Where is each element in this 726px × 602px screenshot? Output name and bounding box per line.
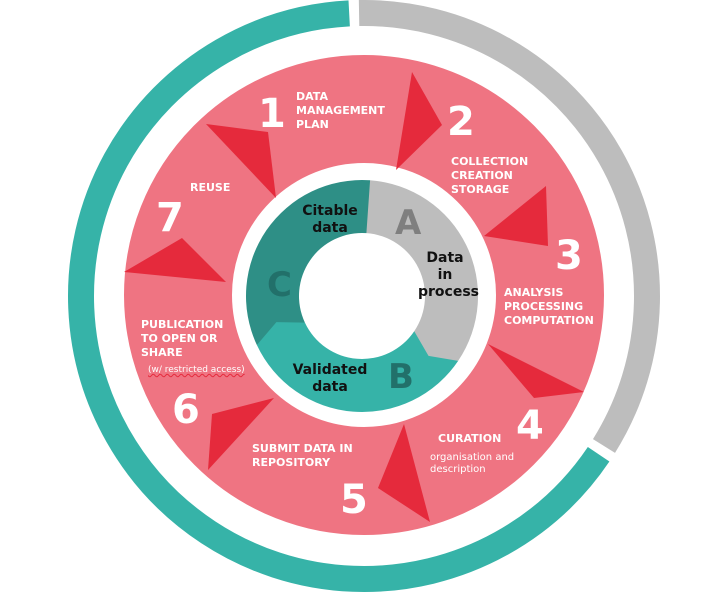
step-arrows (124, 72, 584, 522)
lifecycle-ring (124, 55, 604, 535)
phase-a-segment (366, 180, 478, 361)
step-4-number: 4 (516, 403, 544, 449)
outer-ring-gray-arc (358, 0, 660, 453)
step-6-number: 6 (172, 387, 200, 433)
step-3-label: ANALYSIS PROCESSING COMPUTATION (504, 286, 594, 327)
step-7-label: REUSE (190, 181, 231, 194)
phase-c-label: Citable data (302, 203, 358, 236)
phase-b-label: Validated data (292, 362, 368, 395)
step-2-label: COLLECTION CREATION STORAGE (451, 155, 529, 196)
phase-b-segment (256, 322, 459, 413)
step-2-number: 2 (447, 99, 475, 145)
step-5-label: SUBMIT DATA IN REPOSITORY (252, 442, 353, 469)
arrow-2-to-3 (484, 186, 548, 246)
step-1-label: DATA MANAGEMENT PLAN (296, 90, 385, 131)
step-5-number: 5 (340, 477, 368, 523)
phase-b-letter: B (388, 357, 414, 397)
arrow-4-to-5 (378, 424, 430, 522)
step-4-label: CURATION (438, 432, 502, 445)
phase-a-letter: A (395, 203, 422, 243)
phase-a-label: Data in process (418, 250, 480, 300)
step-6-sublabel: (w/ restricted access) (148, 365, 245, 375)
arrow-5-to-6 (208, 398, 274, 470)
step-1-number: 1 (258, 91, 286, 137)
arrow-6-to-7 (124, 238, 226, 282)
arrow-3-to-4 (488, 344, 584, 398)
phase-c-segment (245, 179, 381, 346)
arrow-1-to-2 (396, 72, 442, 170)
step-7-number: 7 (156, 195, 184, 241)
step-6-label: PUBLICATION TO OPEN OR SHARE (141, 318, 224, 359)
step-3-number: 3 (555, 233, 583, 279)
arrow-7-to-1 (206, 124, 276, 198)
step-4-sublabel: organisation and description (430, 452, 515, 475)
outer-ring-teal-arc (68, 0, 610, 592)
phase-c-letter: C (267, 265, 292, 305)
